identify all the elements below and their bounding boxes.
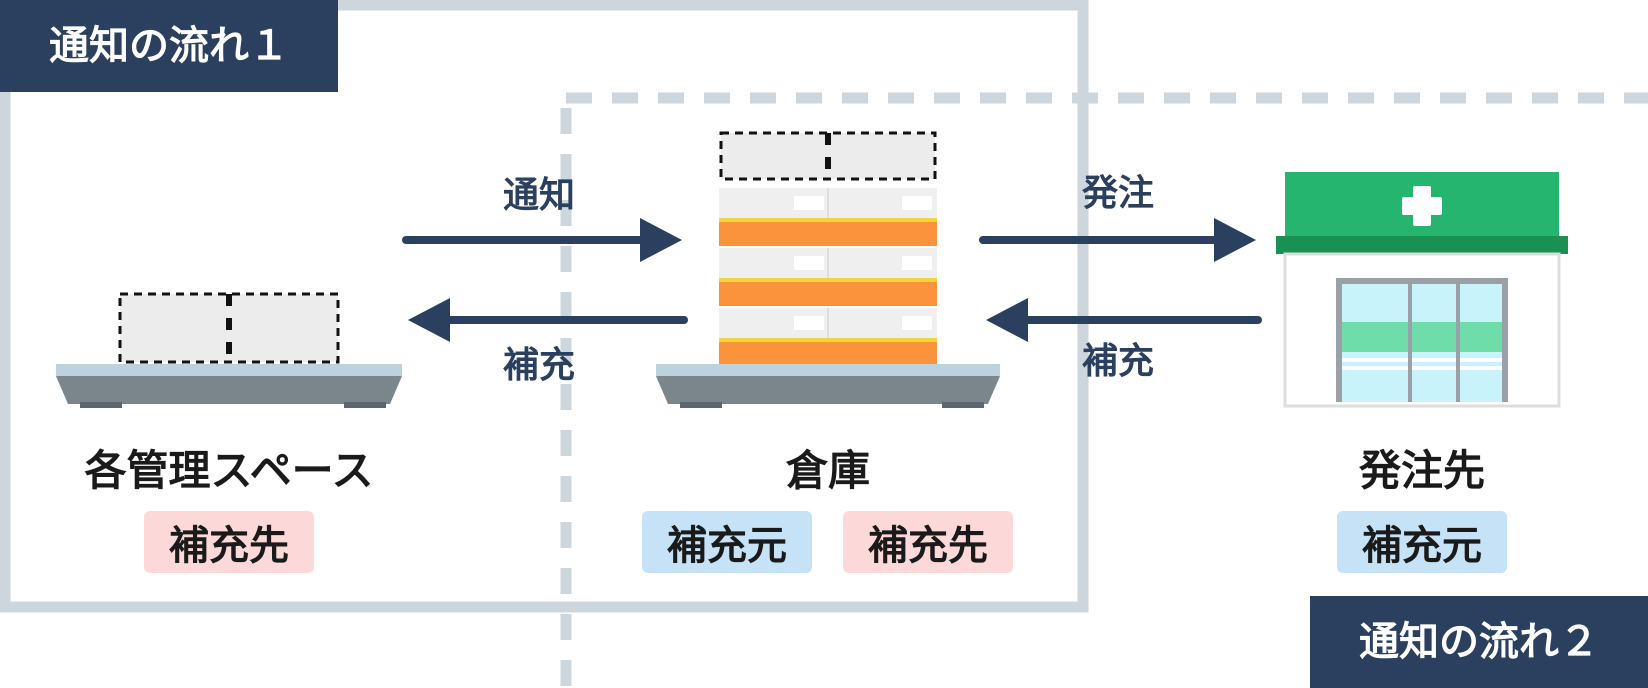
- order-arrow: [979, 218, 1256, 262]
- replenish-left-label: 補充: [502, 345, 575, 386]
- replenish-right-arrow: [986, 298, 1262, 342]
- order-label: 発注: [1081, 173, 1154, 214]
- spaces-destination-badge-label: 補充先: [169, 523, 289, 569]
- warehouse-title: 倉庫: [785, 446, 870, 495]
- management-space-platform: [56, 292, 402, 408]
- flow2-label: 通知の流れ２: [1359, 619, 1599, 665]
- supplier-source-badge: 補充元: [1337, 511, 1507, 573]
- warehouse-source-badge: 補充元: [642, 511, 812, 573]
- spaces-destination-badge: 補充先: [144, 511, 314, 573]
- flow2-tag: 通知の流れ２: [1310, 596, 1648, 688]
- warehouse-stack: [656, 131, 1000, 408]
- replenish-left-arrow: [408, 298, 688, 342]
- warehouse-source-badge-label: 補充元: [667, 523, 787, 569]
- notify-label: 通知: [502, 175, 575, 216]
- flow1-label: 通知の流れ１: [49, 23, 289, 69]
- spaces-title: 各管理スペース: [84, 446, 374, 495]
- supplier-source-badge-label: 補充元: [1362, 523, 1482, 569]
- flow1-region: [0, 0, 1089, 613]
- warehouse-destination-badge: 補充先: [843, 511, 1013, 573]
- flow1-tag: 通知の流れ１: [0, 0, 338, 92]
- warehouse-destination-badge-label: 補充先: [868, 523, 988, 569]
- replenish-right-label: 補充: [1081, 341, 1154, 382]
- supplier-store-icon: [1276, 172, 1568, 408]
- notify-arrow: [402, 218, 682, 262]
- flow2-region: [560, 92, 1648, 688]
- supplier-title: 発注先: [1358, 446, 1485, 495]
